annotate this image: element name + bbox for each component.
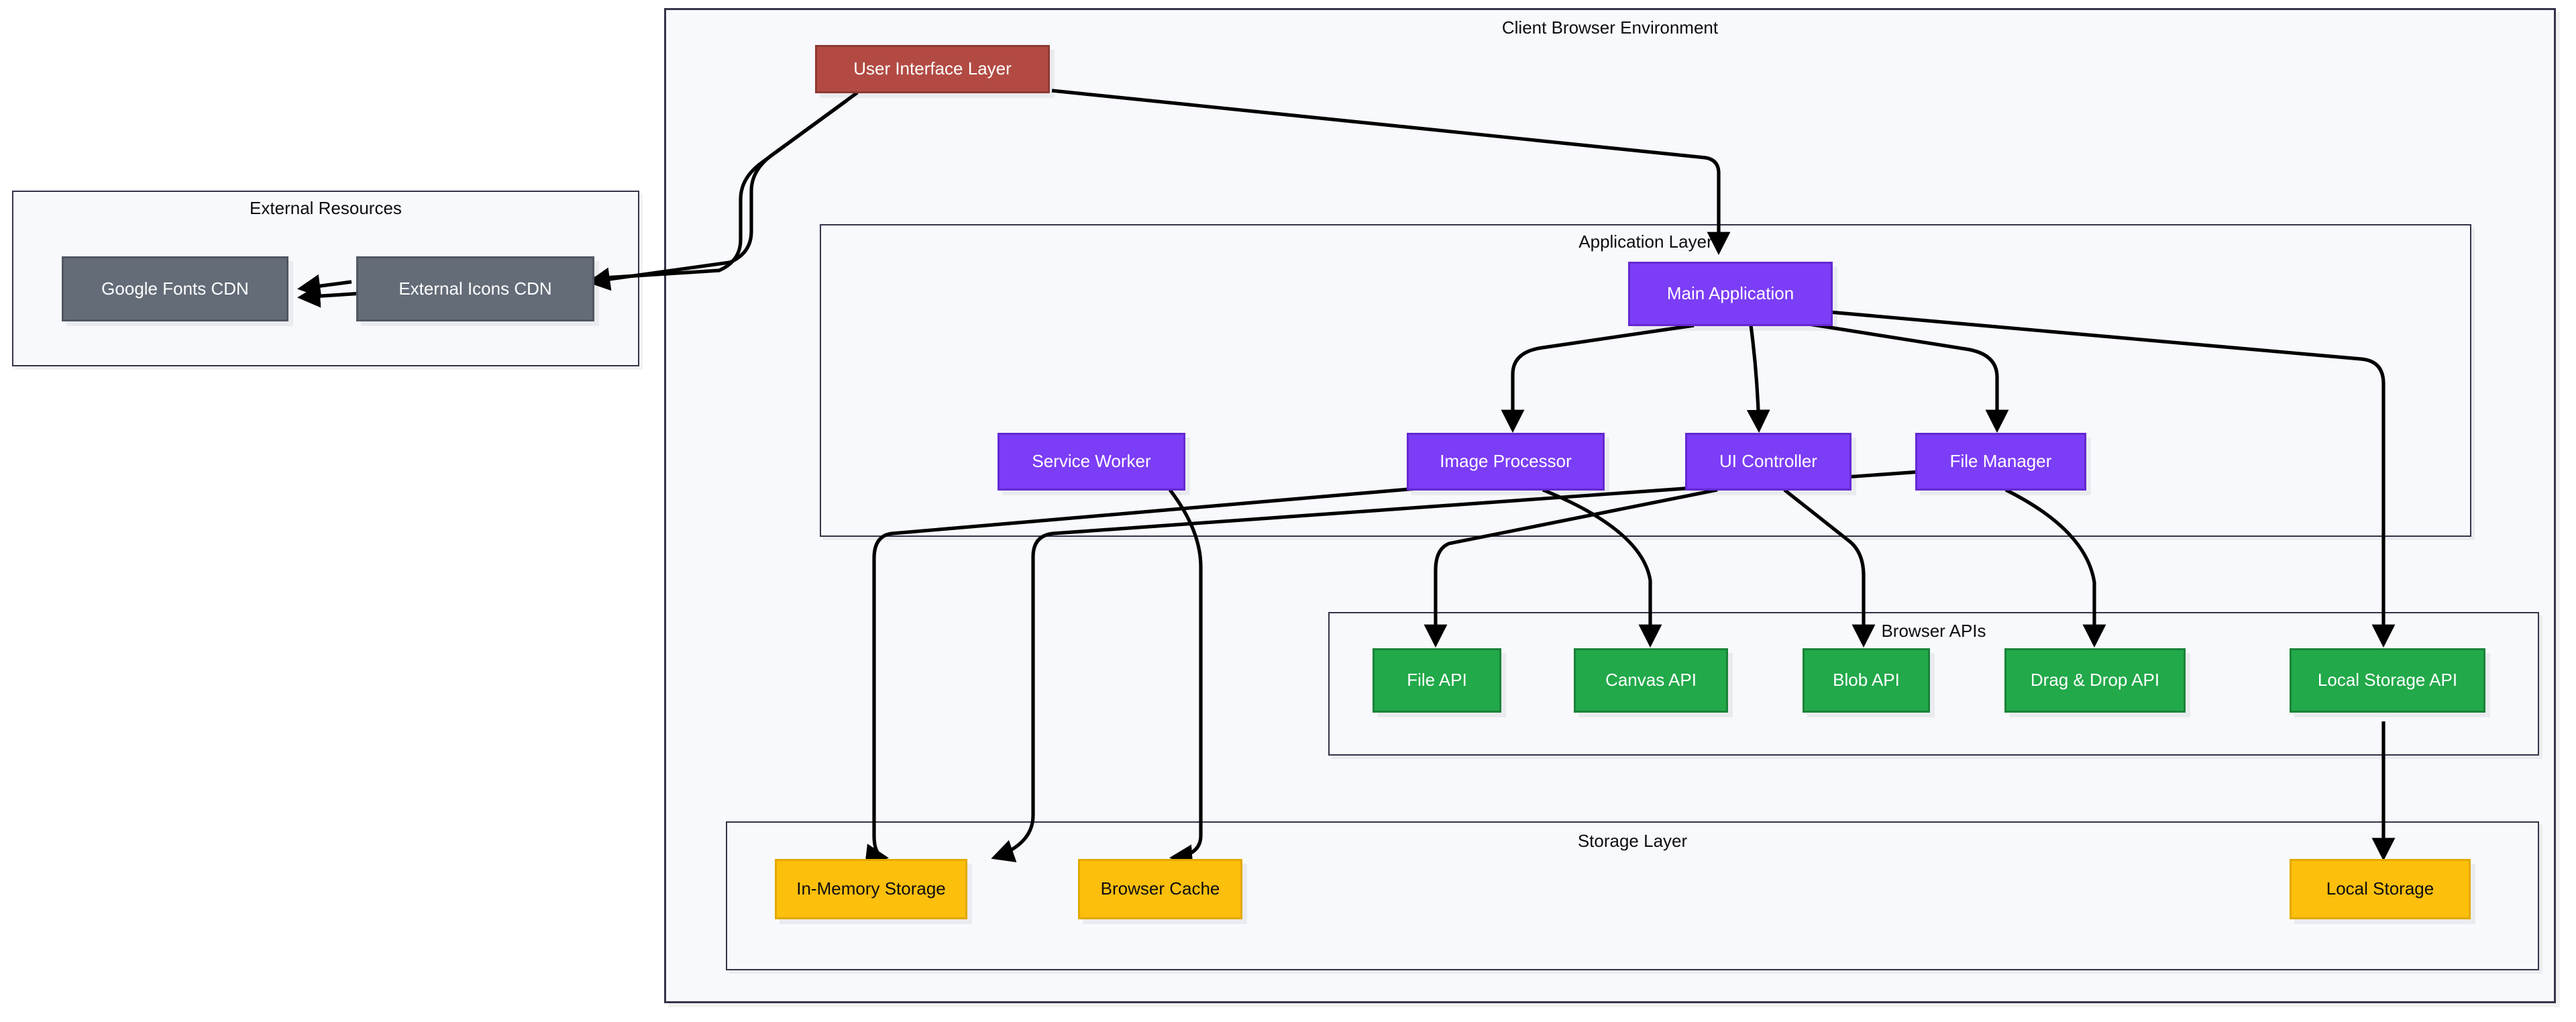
node-file-api[interactable]: File API bbox=[1373, 648, 1501, 713]
node-local-storage-api[interactable]: Local Storage API bbox=[2290, 648, 2485, 713]
node-in-memory-storage[interactable]: In-Memory Storage bbox=[775, 859, 967, 919]
node-browser-cache[interactable]: Browser Cache bbox=[1078, 859, 1242, 919]
node-external-icons-cdn[interactable]: External Icons CDN bbox=[356, 256, 594, 321]
cluster-label-storage-layer: Storage Layer bbox=[1577, 831, 1688, 851]
cluster-label-client-browser-environment: Client Browser Environment bbox=[1501, 17, 1719, 38]
node-canvas-api[interactable]: Canvas API bbox=[1574, 648, 1728, 713]
cluster-label-external-resources: External Resources bbox=[250, 198, 402, 218]
node-google-fonts-cdn[interactable]: Google Fonts CDN bbox=[62, 256, 288, 321]
node-drag-drop-api[interactable]: Drag & Drop API bbox=[2004, 648, 2186, 713]
node-main-application[interactable]: Main Application bbox=[1628, 262, 1833, 326]
node-blob-api[interactable]: Blob API bbox=[1803, 648, 1930, 713]
node-service-worker[interactable]: Service Worker bbox=[998, 433, 1185, 491]
node-local-storage[interactable]: Local Storage bbox=[2290, 859, 2471, 919]
cluster-label-application-layer: Application Layer bbox=[1578, 232, 1713, 252]
node-file-manager[interactable]: File Manager bbox=[1915, 433, 2086, 491]
cluster-label-browser-apis: Browser APIs bbox=[1881, 621, 1986, 641]
node-image-processor[interactable]: Image Processor bbox=[1407, 433, 1605, 491]
node-ui-controller[interactable]: UI Controller bbox=[1685, 433, 1851, 491]
node-user-interface-layer[interactable]: User Interface Layer bbox=[815, 45, 1050, 93]
